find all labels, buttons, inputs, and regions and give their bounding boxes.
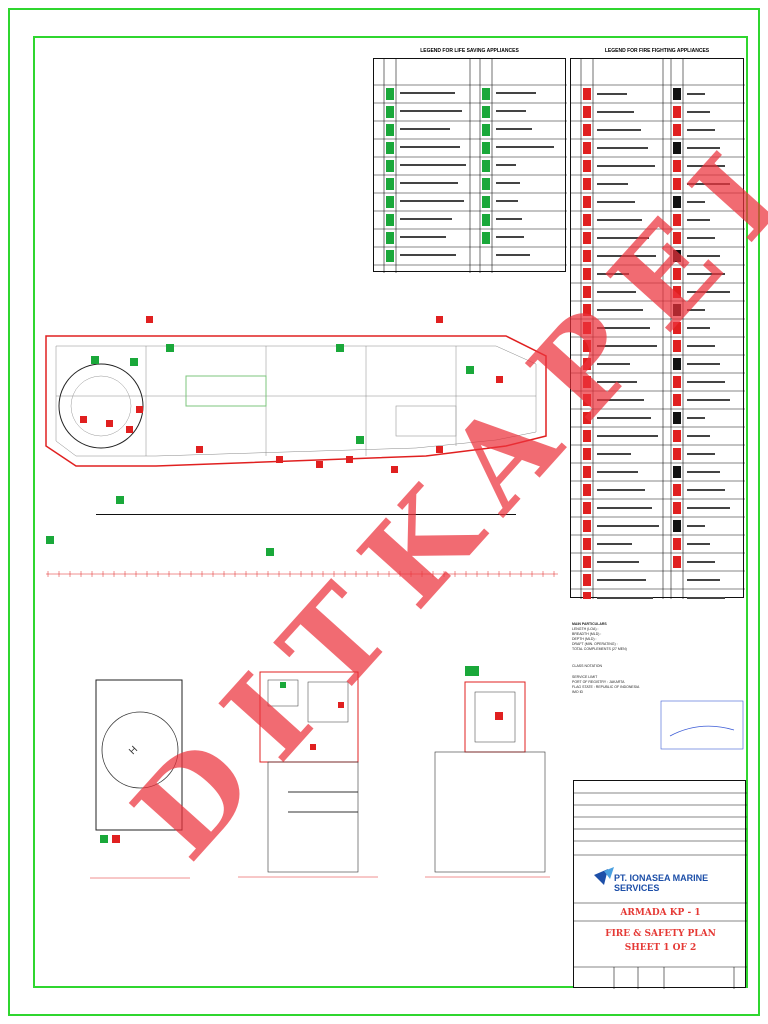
- particular-line: BREADTH (MLD) :: [572, 632, 602, 636]
- title-block-grid: [574, 792, 747, 989]
- sheet-number: SHEET 1 OF 2: [624, 943, 697, 953]
- life-saving-legend-title: LEGEND FOR LIFE SAVING APPLIANCES: [420, 48, 519, 54]
- particular-line: LENGTH (LOA) :: [572, 627, 599, 631]
- fire-symbol: [583, 340, 591, 352]
- fire-symbol: [673, 250, 681, 262]
- fire-symbol: [673, 304, 681, 316]
- fire-symbol: [583, 574, 591, 586]
- particular-line: PORT OF REGISTRY : JAKARTA: [572, 680, 625, 684]
- fire-symbol: [673, 556, 681, 568]
- fire-symbol: [673, 322, 681, 334]
- inner-border: [33, 36, 748, 988]
- fire-symbol: [583, 412, 591, 424]
- fire-symbol: [673, 448, 681, 460]
- main-particulars: MAIN PARTICULARS LENGTH (LOA) : BREADTH …: [572, 622, 672, 695]
- fire-symbol: [583, 556, 591, 568]
- fire-symbol: [583, 286, 591, 298]
- end-elevation-view: [425, 666, 550, 878]
- particular-line: SERVICE LIMIT: [572, 675, 598, 679]
- fire-symbol: [673, 196, 681, 208]
- fire-symbol: [583, 160, 591, 172]
- fire-symbol: [673, 268, 681, 280]
- fire-symbol: [583, 106, 591, 118]
- vessel-name: ARMADA KP - 1: [620, 908, 701, 918]
- particular-line: DEPTH (MLD) :: [572, 637, 597, 641]
- fire-symbol: [673, 538, 681, 550]
- approval-stamp: [660, 700, 744, 750]
- fire-symbol: [583, 88, 591, 100]
- particular-line: IMO ID: [572, 690, 584, 694]
- fire-symbol: [673, 214, 681, 226]
- fire-symbol: [673, 340, 681, 352]
- title-block: PT. IONASEA MARINE SERVICES ARMADA KP - …: [573, 780, 747, 989]
- fire-symbol: [583, 466, 591, 478]
- fire-symbol: [583, 250, 591, 262]
- fire-symbol: [583, 268, 591, 280]
- fire-symbol: [673, 142, 681, 154]
- fire-symbol: [673, 232, 681, 244]
- fire-symbol: [583, 448, 591, 460]
- forecastle-deck-view: [238, 671, 378, 878]
- life-saving-legend-grid: [374, 59, 567, 273]
- fire-symbol: [583, 178, 591, 190]
- drawing-title: FIRE & SAFETY PLAN: [605, 929, 716, 939]
- fire-symbol: [673, 88, 681, 100]
- fire-symbol: [673, 484, 681, 496]
- fire-fighting-legend-table: LEGEND FOR FIRE FIGHTING APPLIANCES: [570, 48, 745, 599]
- outer-border: [8, 8, 760, 1016]
- fire-symbol: [583, 376, 591, 388]
- fire-symbol: [583, 196, 591, 208]
- fire-symbol: [673, 106, 681, 118]
- fire-symbol: [673, 286, 681, 298]
- particulars-heading: MAIN PARTICULARS: [572, 622, 607, 626]
- fire-symbol: [673, 520, 681, 532]
- company-name: PT. IONASEA MARINE SERVICES: [614, 873, 709, 893]
- particular-line: CLASS NOTATION: [572, 664, 603, 668]
- fire-symbol: [583, 484, 591, 496]
- fire-symbol: [583, 394, 591, 406]
- particular-line: DRAFT (MIN. OPERATING) :: [572, 642, 618, 646]
- fire-symbol: [673, 412, 681, 424]
- fire-symbol: [673, 178, 681, 190]
- fire-symbol: [673, 430, 681, 442]
- fire-symbol: [583, 124, 591, 136]
- fire-symbol: [583, 214, 591, 226]
- particular-line: FLAG STATE : REPUBLIC OF INDONESIA: [572, 685, 640, 689]
- fire-symbol: [673, 502, 681, 514]
- fire-symbol: [583, 358, 591, 370]
- life-saving-legend-table: LEGEND FOR LIFE SAVING APPLIANCES: [373, 48, 567, 273]
- fire-symbol: [673, 160, 681, 172]
- heli-deck-view: H: [90, 679, 190, 879]
- fire-symbol: [583, 430, 591, 442]
- fire-symbol: [583, 520, 591, 532]
- fire-symbol: [673, 466, 681, 478]
- fire-symbol: [583, 232, 591, 244]
- fire-symbol: [583, 538, 591, 550]
- fire-symbol: [673, 376, 681, 388]
- fire-fighting-legend-grid: [571, 59, 745, 599]
- fire-fighting-legend-title: LEGEND FOR FIRE FIGHTING APPLIANCES: [604, 48, 710, 54]
- fire-symbol: [583, 322, 591, 334]
- fire-symbol: [583, 592, 591, 599]
- fire-symbol: [583, 502, 591, 514]
- fire-symbol: [583, 142, 591, 154]
- fire-symbol: [583, 304, 591, 316]
- main-deck-plan: [45, 316, 558, 577]
- fire-symbol: [673, 124, 681, 136]
- fire-symbol: [673, 394, 681, 406]
- fire-symbol: [673, 358, 681, 370]
- particular-line: TOTAL COMPLEMENTS (27 MEN): [572, 647, 627, 651]
